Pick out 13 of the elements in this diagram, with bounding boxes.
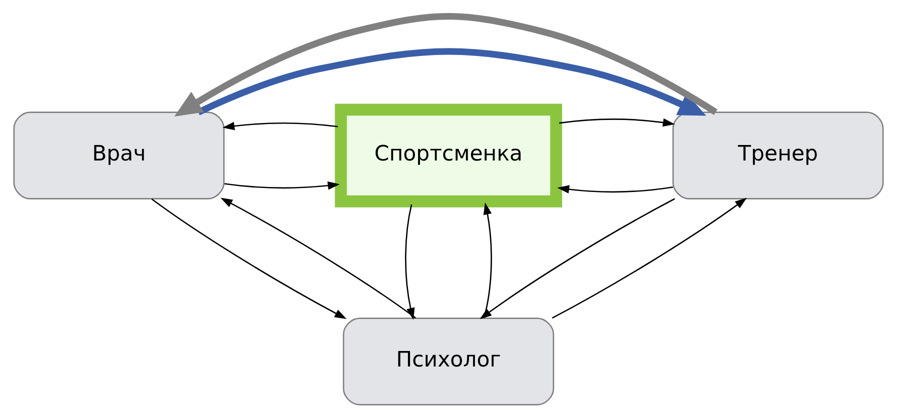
arrow bbox=[557, 184, 673, 193]
arrow bbox=[552, 197, 747, 318]
arrow bbox=[151, 198, 347, 319]
arrow bbox=[196, 48, 706, 116]
node-box: Спортсменка bbox=[334, 103, 562, 207]
node-box: Психолог bbox=[342, 317, 554, 405]
arrow bbox=[224, 180, 340, 190]
node-box: Врач bbox=[13, 111, 225, 199]
arrow bbox=[222, 121, 338, 130]
arrow bbox=[483, 202, 492, 318]
arrow bbox=[559, 118, 675, 126]
node-box: Тренер bbox=[672, 111, 884, 199]
arrow bbox=[174, 12, 718, 116]
